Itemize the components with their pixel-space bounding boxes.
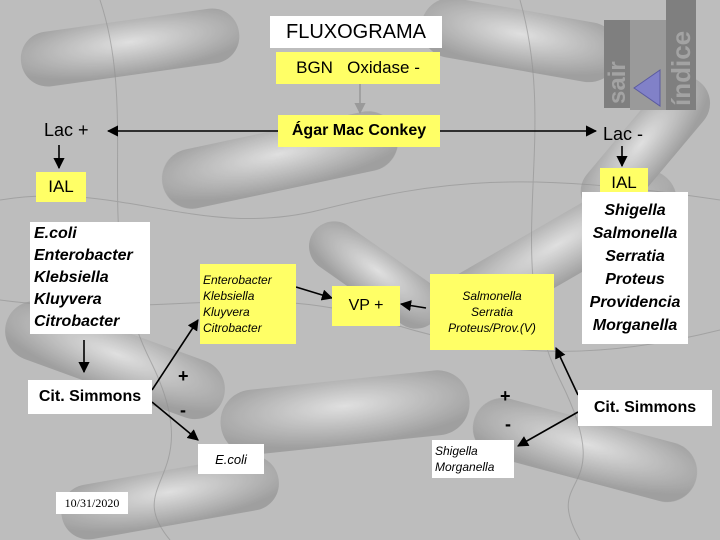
minus-right: - [505,414,511,434]
shig-morg-box: Shigella Morganella [432,440,514,478]
date-box: 10/31/2020 [56,492,128,514]
left-genus-4: Citrobacter [34,313,120,330]
right-genera-box: Shigella Salmonella Serratia Proteus Pro… [582,192,688,344]
index-label: índice [666,30,696,106]
plus-right: + [500,386,511,406]
exit-button[interactable]: sair [604,20,631,108]
right-mid-genus-0: Salmonella [462,289,522,303]
arrow-vp-to-salm [399,300,427,312]
mid-genera-box: Enterobacter Klebsiella Kluyvera Citroba… [200,264,296,344]
left-genus-1: Enterobacter [34,247,133,264]
ecoli-text: E.coli [215,451,247,467]
right-genus-0: Shigella [604,202,666,219]
right-genus-2: Serratia [605,248,665,265]
right-genus-3: Proteus [605,271,665,288]
minus-left: - [180,400,186,420]
left-genus-3: Kluyvera [34,291,102,308]
arrow-citr-to-shig [517,411,579,447]
arrow-mid-to-vp [295,286,334,301]
lac-pos-label: Lac + [44,120,89,140]
vp-box: VP + [332,286,400,326]
vp-text: VP + [348,297,384,314]
play-icon [633,69,661,107]
right-mid-genus-2: Proteus/Prov.(V) [448,321,536,335]
mid-genus-0: Enterobacter [203,273,272,287]
arrow-cit-to-mid [151,319,199,391]
left-genus-0: E.coli [34,225,77,242]
right-mid-genera-box: Salmonella Serratia Proteus/Prov.(V) [430,274,554,350]
arrow-citr-to-salm [555,346,579,396]
left-genus-2: Klebsiella [34,269,109,286]
lac-neg-label: Lac - [603,124,644,144]
shig-morg-0: Shigella [435,444,478,458]
right-genus-5: Morganella [592,317,678,334]
plus-left: + [178,366,189,386]
cit-right-box: Cit. Simmons [578,390,712,426]
right-genus-1: Salmonella [592,225,678,242]
index-button[interactable]: índice [666,0,696,110]
left-genera-box: E.coli Enterobacter Klebsiella Kluyvera … [30,222,150,334]
mid-genus-2: Kluyvera [203,305,250,319]
medium-text: Ágar Mac Conkey [291,122,427,139]
right-genus-4: Providencia [589,294,681,311]
medium-box: Ágar Mac Conkey [278,115,440,147]
mid-genus-1: Klebsiella [203,289,255,303]
page-title-text: FLUXOGRAMA [285,20,427,43]
cit-left-box: Cit. Simmons [28,380,152,414]
ial-left-text: IAL [48,177,74,196]
cit-right-text: Cit. Simmons [593,399,697,416]
ecoli-box: E.coli [198,444,264,474]
shig-morg-1: Morganella [435,460,495,474]
mid-genus-3: Citrobacter [203,321,262,335]
header-box: BGN Oxidase - [276,52,440,84]
play-button[interactable] [630,20,666,110]
page-title: FLUXOGRAMA [270,16,442,48]
right-mid-genus-1: Serratia [470,305,514,319]
header-text: BGN Oxidase - [296,58,420,77]
ial-right-text: IAL [611,173,637,192]
exit-label: sair [604,61,631,104]
ial-left-box: IAL [36,172,86,202]
cit-left-text: Cit. Simmons [38,388,142,405]
arrow-cit-to-ecoli [151,401,199,441]
date-text: 10/31/2020 [64,495,120,510]
